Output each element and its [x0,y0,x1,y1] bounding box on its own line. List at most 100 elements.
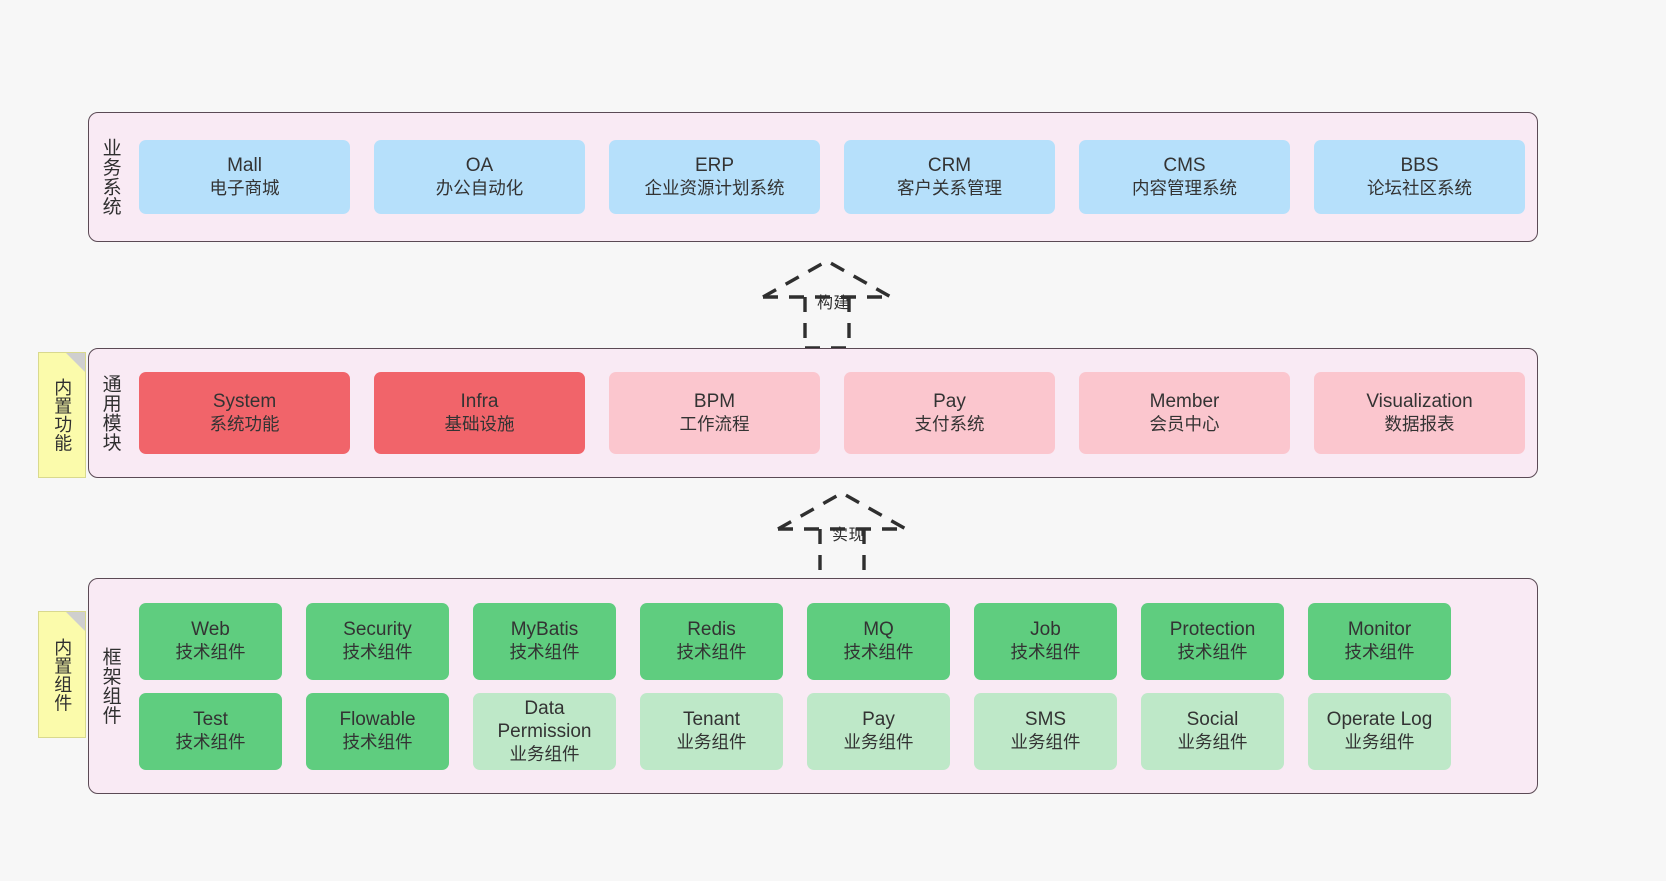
layer-title-framework: 框架组件 [99,647,121,725]
node-title: Protection [1169,619,1256,641]
layer-body-business: Mall 电子商城 OA 办公自动化 ERP 企业资源计划系统 CRM 客户关系… [131,113,1537,241]
node-title: Security [343,619,412,641]
node-security[interactable]: Security 技术组件 [306,602,449,680]
node-mq[interactable]: MQ 技术组件 [807,602,950,680]
node-pay[interactable]: Pay 支付系统 [844,372,1055,454]
node-erp[interactable]: ERP 企业资源计划系统 [609,140,820,214]
node-subtitle: 业务组件 [1010,731,1081,752]
node-subtitle: 技术组件 [509,641,580,662]
node-subtitle: 支付系统 [914,413,985,434]
node-tenant[interactable]: Tenant 业务组件 [640,692,783,770]
node-data-permission[interactable]: Data Permission 业务组件 [473,692,616,770]
node-social[interactable]: Social 业务组件 [1141,692,1284,770]
node-subtitle: 技术组件 [1010,641,1081,662]
arrow-build: 构建 [755,255,915,350]
node-title: MyBatis [510,619,579,641]
node-title: Mall [227,155,262,177]
node-subtitle: 业务组件 [843,731,914,752]
node-title: Tenant [682,709,741,731]
layer-row: Test 技术组件 Flowable 技术组件 Data Permission … [139,692,1525,770]
node-subtitle: 技术组件 [342,731,413,752]
node-test[interactable]: Test 技术组件 [139,692,282,770]
node-infra[interactable]: Infra 基础设施 [374,372,585,454]
note-text: 内置功能 [52,378,73,452]
node-subtitle: 技术组件 [1177,641,1248,662]
note-builtin-features: 内置功能 [38,352,86,478]
layer-title-business: 业务系统 [99,138,121,216]
node-bpm[interactable]: BPM 工作流程 [609,372,820,454]
node-title: Social [1186,709,1239,731]
node-title: OA [465,155,494,177]
node-subtitle: 业务组件 [676,731,747,752]
node-bbs[interactable]: BBS 论坛社区系统 [1314,140,1525,214]
node-job[interactable]: Job 技术组件 [974,602,1117,680]
node-system[interactable]: System 系统功能 [139,372,350,454]
node-subtitle: 会员中心 [1149,413,1220,434]
node-subtitle: 工作流程 [679,413,750,434]
node-subtitle: 技术组件 [676,641,747,662]
node-subtitle: 业务组件 [1344,731,1415,752]
node-title: BBS [1400,155,1439,177]
node-title: Pay [933,391,966,413]
note-builtin-components: 内置组件 [38,611,86,738]
arrow-stem [818,529,866,582]
node-mybatis[interactable]: MyBatis 技术组件 [473,602,616,680]
node-title: Web [191,619,230,641]
node-subtitle: 技术组件 [843,641,914,662]
layer-business-systems: 业务系统 Mall 电子商城 OA 办公自动化 ERP 企业资源计划系统 CRM… [88,112,1538,242]
node-title: ERP [694,155,735,177]
node-oa[interactable]: OA 办公自动化 [374,140,585,214]
node-title: Infra [460,391,499,413]
node-subtitle: 业务组件 [509,743,580,764]
layer-row: System 系统功能 Infra 基础设施 BPM 工作流程 Pay 支付系统… [139,372,1525,454]
node-title: System [212,391,277,413]
node-title: BPM [693,391,736,413]
node-subtitle: 基础设施 [444,413,515,434]
node-subtitle: 技术组件 [175,641,246,662]
node-flowable[interactable]: Flowable 技术组件 [306,692,449,770]
node-member[interactable]: Member 会员中心 [1079,372,1290,454]
layer-row: Mall 电子商城 OA 办公自动化 ERP 企业资源计划系统 CRM 客户关系… [139,140,1525,214]
node-cms[interactable]: CMS 内容管理系统 [1079,140,1290,214]
node-crm[interactable]: CRM 客户关系管理 [844,140,1055,214]
arrow-head-triangle-sides [777,491,907,531]
node-operate-log[interactable]: Operate Log 业务组件 [1308,692,1451,770]
node-subtitle: 技术组件 [1344,641,1415,662]
node-redis[interactable]: Redis 技术组件 [640,602,783,680]
arrow-build-label: 构建 [817,295,851,312]
node-subtitle: 论坛社区系统 [1367,177,1472,198]
node-subtitle: 办公自动化 [435,177,524,198]
layer-row: Web 技术组件 Security 技术组件 MyBatis 技术组件 Redi… [139,602,1525,680]
node-title: Visualization [1366,391,1473,413]
node-title: CMS [1163,155,1206,177]
node-subtitle: 技术组件 [342,641,413,662]
node-title: CRM [927,155,972,177]
node-subtitle: 内容管理系统 [1132,177,1237,198]
node-subtitle: 电子商城 [209,177,280,198]
arrow-implement: 实现 [770,487,930,582]
node-title: Operate Log [1326,709,1433,731]
node-web[interactable]: Web 技术组件 [139,602,282,680]
node-subtitle: 系统功能 [209,413,280,434]
arrow-stem [803,297,851,350]
node-title: Data Permission [497,697,592,743]
arrow-head-triangle-sides [762,259,892,299]
note-text: 内置组件 [52,637,73,712]
node-subtitle: 客户关系管理 [897,177,1002,198]
node-sms[interactable]: SMS 业务组件 [974,692,1117,770]
node-title: Redis [687,619,736,641]
layer-body-framework: Web 技术组件 Security 技术组件 MyBatis 技术组件 Redi… [131,579,1537,793]
layer-body-modules: System 系统功能 Infra 基础设施 BPM 工作流程 Pay 支付系统… [131,349,1537,477]
node-protection[interactable]: Protection 技术组件 [1141,602,1284,680]
node-visualization[interactable]: Visualization 数据报表 [1314,372,1525,454]
node-subtitle: 企业资源计划系统 [644,177,785,198]
node-subtitle: 业务组件 [1177,731,1248,752]
node-mall[interactable]: Mall 电子商城 [139,140,350,214]
arrow-implement-label: 实现 [832,527,866,544]
node-title: Pay [862,709,895,731]
node-title: Job [1030,619,1061,641]
node-monitor[interactable]: Monitor 技术组件 [1308,602,1451,680]
layer-framework-components: 框架组件 Web 技术组件 Security 技术组件 MyBatis 技术组件… [88,578,1538,794]
node-title: Flowable [339,709,416,731]
node-pay-business[interactable]: Pay 业务组件 [807,692,950,770]
